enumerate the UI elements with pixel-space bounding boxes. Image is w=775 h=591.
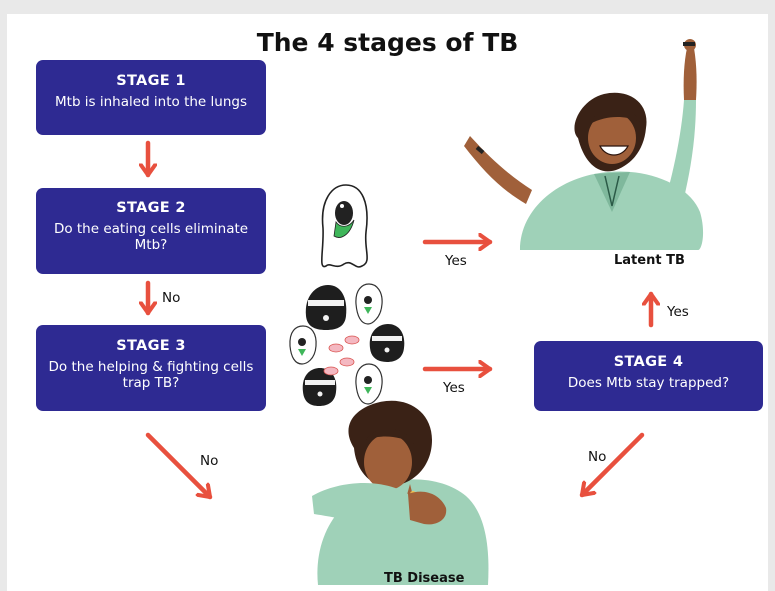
label-yes-stage4: Yes: [667, 304, 689, 320]
stage-1-title: STAGE 1: [116, 73, 186, 89]
immune-cells-cluster-icon: [289, 283, 405, 406]
stage-4-box: STAGE 4 Does Mtb stay trapped?: [534, 341, 763, 411]
outcome-latent-tb: Latent TB: [614, 253, 685, 268]
stage-4-title: STAGE 4: [613, 354, 684, 370]
cheering-person-illustration: [464, 39, 704, 250]
arrow-stage3-to-disease: [145, 432, 213, 500]
label-no-stage4: No: [588, 449, 607, 465]
diagram-title: The 4 stages of TB: [256, 28, 519, 57]
stage-2-box: STAGE 2 Do the eating cells eliminate Mt…: [36, 188, 266, 274]
arrow-stage4-to-disease: [579, 432, 645, 498]
stage-1-box: STAGE 1 Mtb is inhaled into the lungs: [36, 60, 266, 135]
stage-2-text: Do the eating cells eliminate Mtb?: [53, 221, 249, 253]
stage-4-text: Does Mtb stay trapped?: [567, 375, 730, 391]
outcome-tb-disease: TB Disease: [384, 571, 465, 586]
label-yes-cluster: Yes: [443, 380, 465, 396]
label-no-stage2: No: [162, 290, 181, 306]
stage-2-title: STAGE 2: [116, 200, 186, 216]
stage-1-text: Mtb is inhaled into the lungs: [55, 94, 247, 110]
stage-3-box: STAGE 3 Do the helping & fighting cells …: [36, 325, 266, 411]
stage-3-text: Do the helping & fighting cells trap TB?: [48, 359, 254, 391]
label-no-stage3: No: [200, 453, 219, 469]
stage-3-title: STAGE 3: [116, 338, 186, 354]
label-yes-cell: Yes: [445, 253, 467, 269]
eating-cell-icon: [320, 184, 368, 268]
coughing-person-illustration: [312, 400, 489, 585]
